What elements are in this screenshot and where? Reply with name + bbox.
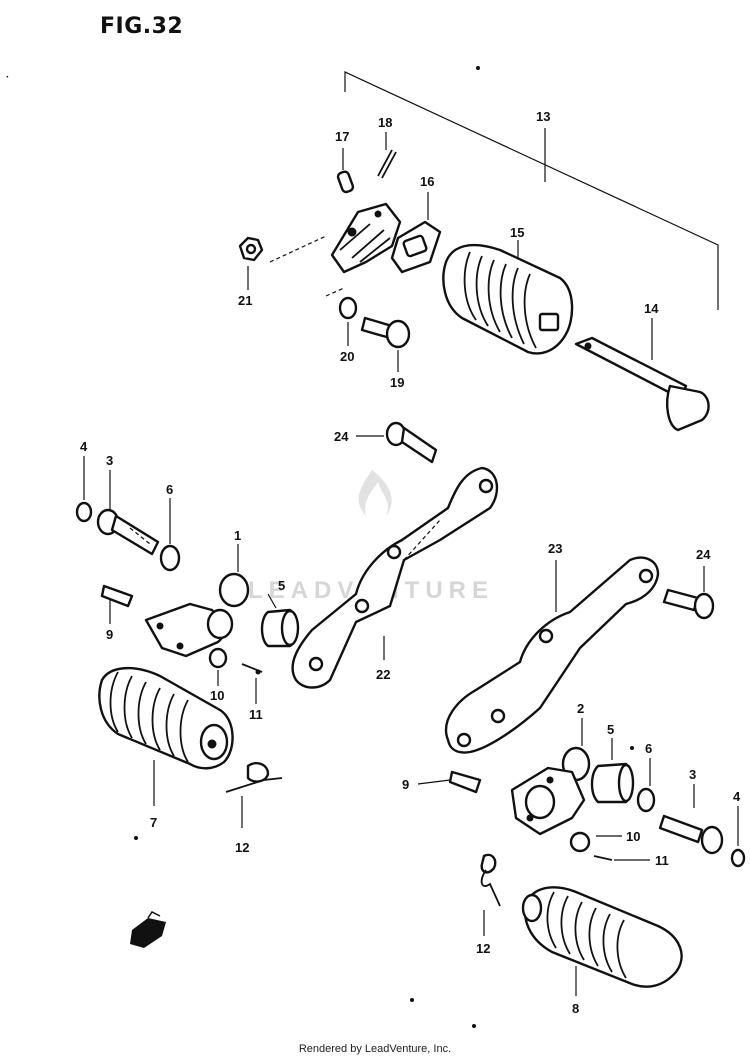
assembly-13-bracket-line <box>344 71 719 310</box>
svg-text:·: · <box>6 72 9 83</box>
callout-22: 22 <box>376 667 390 682</box>
footrest-7 <box>98 666 234 806</box>
callout-13: 13 <box>536 109 550 124</box>
callout-23: 23 <box>548 541 562 556</box>
footer-credit: Rendered by LeadVenture, Inc. <box>298 1043 452 1055</box>
bolt-19 <box>360 316 411 372</box>
watermark-flame-icon <box>358 470 392 516</box>
bolt-24-upper <box>356 421 438 464</box>
callout-6-right: 6 <box>645 741 652 756</box>
footrest-rubber-15 <box>442 240 574 355</box>
callout-3-left: 3 <box>106 453 113 468</box>
callout-10-right: 10 <box>626 829 640 844</box>
footrest-8 <box>521 886 683 996</box>
callout-labels: 13 17 18 16 15 14 21 20 19 24 4 3 6 1 5 … <box>80 109 741 1016</box>
bolt-3-right-head <box>700 825 724 855</box>
callout-16: 16 <box>420 174 434 189</box>
assembly-13 <box>238 71 719 432</box>
callout-4-right: 4 <box>733 789 741 804</box>
callout-12-left: 12 <box>235 840 249 855</box>
washer-20 <box>338 296 358 346</box>
plate-23 <box>445 556 660 754</box>
callout-8: 8 <box>572 1001 579 1016</box>
washer-10 <box>208 647 228 669</box>
callout-3-right: 3 <box>689 767 696 782</box>
callout-11-left: 11 <box>249 707 263 722</box>
callout-2: 2 <box>577 701 584 716</box>
footrest-holder <box>330 202 402 274</box>
left-footrest-assembly <box>75 456 300 828</box>
callout-5-right: 5 <box>607 722 614 737</box>
pin-9 <box>100 584 134 608</box>
cap-4 <box>75 501 93 523</box>
callout-6-left: 6 <box>166 482 173 497</box>
callout-5-left: 5 <box>278 578 285 593</box>
cap-4-right <box>730 848 746 868</box>
callout-10-left: 10 <box>210 688 224 703</box>
callout-24-upper: 24 <box>334 429 349 444</box>
pin-14 <box>574 318 710 432</box>
callout-19: 19 <box>390 375 404 390</box>
right-footrest-assembly <box>417 718 746 996</box>
washer-6-right <box>636 787 656 813</box>
pin-9-right <box>448 770 482 794</box>
callout-1: 1 <box>234 528 241 543</box>
callout-12-right: 12 <box>476 941 490 956</box>
bolt-24-right <box>662 566 715 620</box>
callout-9-left: 9 <box>106 627 113 642</box>
callout-11-right: 11 <box>655 853 669 868</box>
callout-18: 18 <box>378 115 392 130</box>
nut-21 <box>238 236 264 290</box>
plate-16 <box>390 192 442 274</box>
front-arrow-icon <box>130 911 166 948</box>
callout-21: 21 <box>238 293 252 308</box>
spring-12 <box>225 762 283 828</box>
pin-18 <box>377 132 397 179</box>
figure-title: FIG.32 <box>100 14 183 39</box>
callout-7: 7 <box>150 815 157 830</box>
plate-22 <box>291 466 499 689</box>
callout-4-left: 4 <box>80 439 88 454</box>
callout-9-right: 9 <box>402 777 409 792</box>
bolt-17 <box>336 148 355 194</box>
callout-17: 17 <box>335 129 349 144</box>
spring-12-right <box>480 853 501 936</box>
callout-14: 14 <box>644 301 659 316</box>
callout-15: 15 <box>510 225 524 240</box>
callout-20: 20 <box>340 349 354 364</box>
washer-6 <box>159 544 181 572</box>
washer-10-right <box>569 831 591 853</box>
cotter-11-right <box>593 855 613 861</box>
callout-24-right: 24 <box>696 547 711 562</box>
